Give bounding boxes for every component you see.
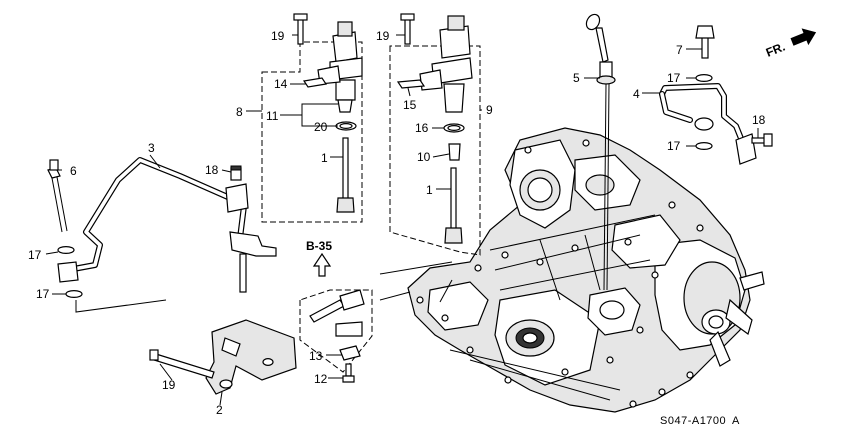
- drawing-code: S047-A1700 A: [660, 415, 740, 427]
- leader-lines: [45, 34, 759, 406]
- callout-15: 15: [403, 98, 417, 112]
- callout-17: 17: [36, 287, 50, 301]
- callout-17: 17: [28, 248, 42, 262]
- callout-4: 4: [633, 87, 640, 101]
- callout-14: 14: [274, 77, 288, 91]
- callout-1: 1: [321, 151, 328, 165]
- callout-17: 17: [667, 71, 681, 85]
- callout-18: 18: [205, 163, 219, 177]
- transmission-housing: [407, 127, 765, 413]
- shift-cable-detail: [299, 252, 373, 383]
- callout-19: 19: [271, 29, 285, 43]
- sensor-assembly-right-9: [389, 13, 481, 256]
- callout-20: 20: [314, 120, 328, 134]
- callout-6: 6: [70, 164, 77, 178]
- callout-17: 17: [667, 139, 681, 153]
- callout-9: 9: [486, 103, 493, 117]
- callout-5: 5: [573, 71, 580, 85]
- sensor-assembly-left-8: [261, 13, 363, 223]
- callout-16: 16: [415, 121, 429, 135]
- housing-bolts: [416, 139, 704, 408]
- callout-19: 19: [162, 378, 176, 392]
- callout-13: 13: [309, 349, 323, 363]
- callout-7: 7: [676, 43, 683, 57]
- drawing-code-suffix: A: [732, 415, 740, 427]
- callout-12: 12: [314, 372, 328, 386]
- bracket-2: [149, 319, 297, 395]
- drawing-code-text: S047-A1700: [660, 415, 726, 427]
- callout-18: 18: [752, 113, 766, 127]
- callout-11: 11: [266, 109, 279, 123]
- reference-label: B-35: [306, 239, 332, 253]
- front-direction-arrow: FR.: [764, 28, 817, 60]
- callout-1: 1: [426, 183, 433, 197]
- callout-19: 19: [376, 29, 390, 43]
- callout-10: 10: [417, 150, 431, 164]
- callout-3: 3: [148, 141, 155, 155]
- fluid-pipe-3: [47, 157, 277, 299]
- fluid-pipe-4: [659, 25, 773, 165]
- callout-2: 2: [216, 403, 223, 417]
- callout-labels: 19 19 19 14 8 11 20 1 1 3 6 18 18 17 17 …: [28, 29, 766, 417]
- callout-8: 8: [236, 105, 243, 119]
- direction-label: FR.: [764, 40, 787, 60]
- dipstick-5: [585, 13, 616, 291]
